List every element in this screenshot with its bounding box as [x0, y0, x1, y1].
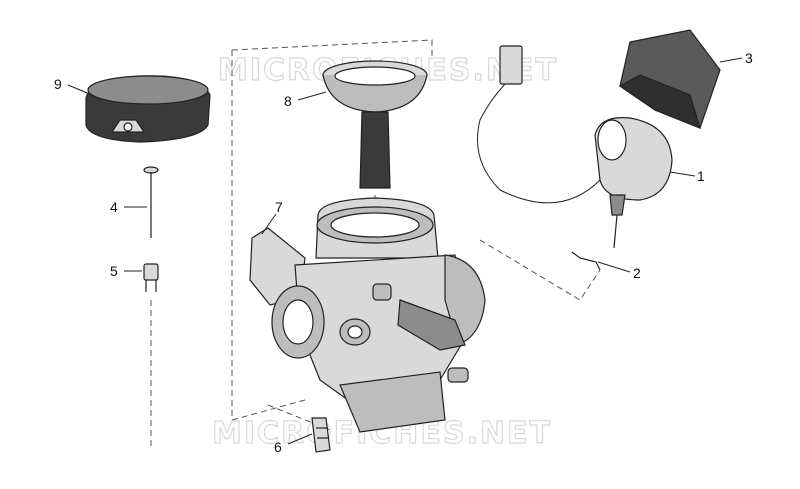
part-1-automatic-choke: [477, 45, 673, 249]
leader-lines: [67, 57, 743, 445]
part-2-choke-clip: [571, 251, 601, 271]
callout-4: 4: [110, 199, 118, 215]
part-7-carburetor-body: [249, 197, 486, 433]
part-9-carburetor-cap: [85, 75, 211, 143]
callout-9: 9: [54, 76, 62, 92]
part-8-diaphragm-slide: [322, 60, 428, 189]
callout-3: 3: [745, 50, 753, 66]
part-5-needle-clip: [143, 263, 159, 292]
callout-1: 1: [697, 168, 705, 184]
callout-6: 6: [274, 439, 282, 455]
callout-2: 2: [633, 265, 641, 281]
part-3-rubber-cover: [618, 29, 721, 130]
callout-7: 7: [275, 199, 283, 215]
callout-labels: 1 2 3 4 5 6 7 8 9: [54, 50, 753, 455]
part-4-jet-needle: [143, 166, 159, 238]
callout-5: 5: [110, 263, 118, 279]
callout-8: 8: [284, 93, 292, 109]
part-6-adjustment-screw: [311, 417, 331, 453]
